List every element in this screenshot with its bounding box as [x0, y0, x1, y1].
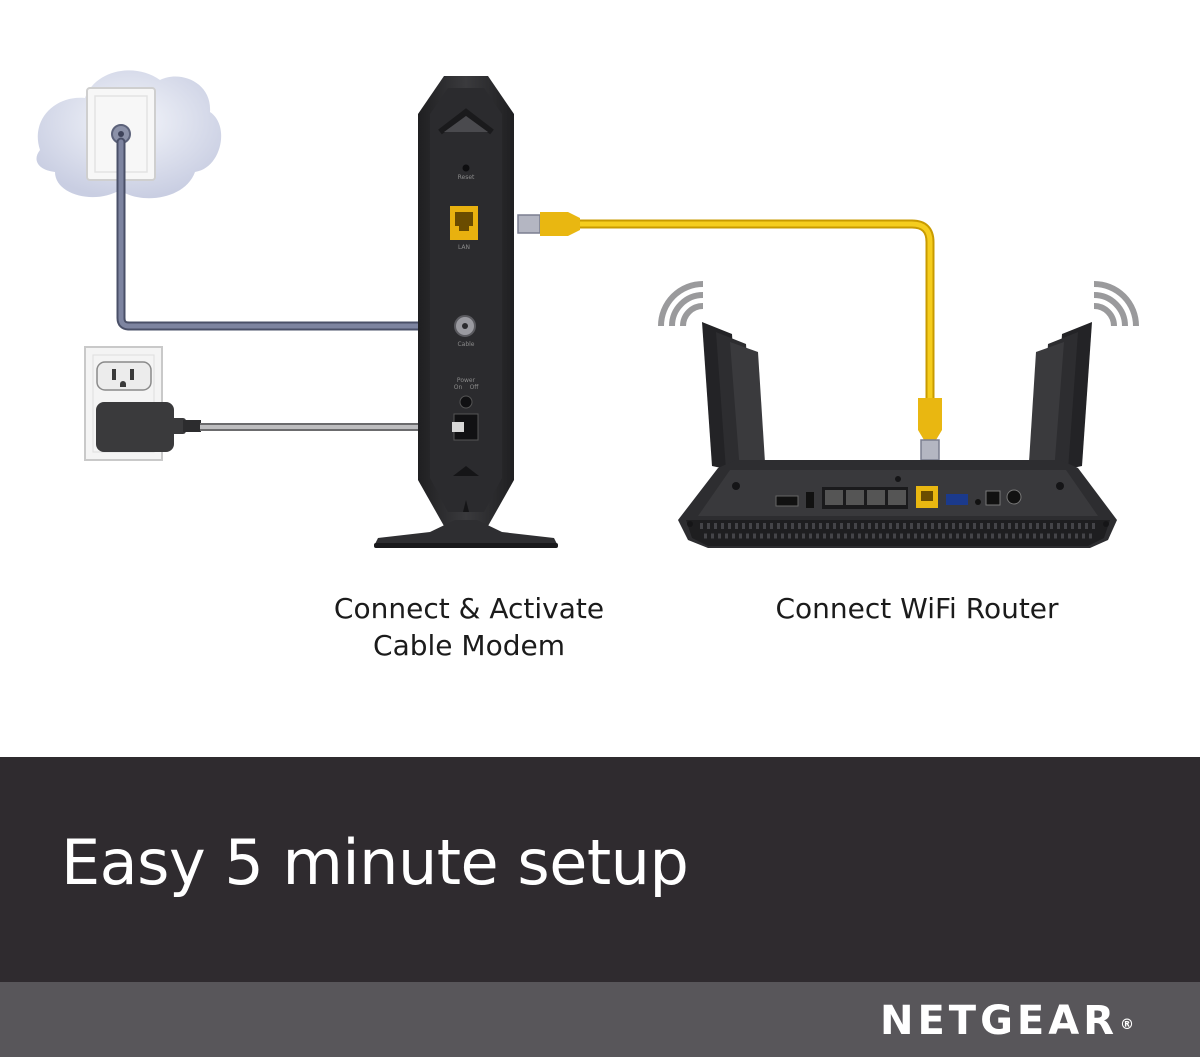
wifi-router-icon	[678, 322, 1117, 548]
headline-banner	[0, 757, 1200, 982]
power-off-label: Off	[470, 384, 480, 391]
modem-caption-line1: Connect & Activate	[333, 592, 605, 625]
wall-outlet-icon	[84, 346, 201, 461]
setup-diagram: Reset LAN Cable Power On Off	[36, 70, 1139, 548]
cable-modem-icon: Reset LAN Cable Power On Off	[374, 76, 558, 548]
netgear-logo: NETGEAR®	[880, 998, 1134, 1044]
headline-text: Easy 5 minute setup	[61, 826, 689, 899]
power-on-label: On	[454, 384, 463, 391]
ethernet-cable	[517, 212, 942, 461]
power-label: Power	[457, 377, 476, 384]
cable-label: Cable	[457, 341, 474, 348]
wifi-signal-left-icon	[658, 281, 704, 327]
brand-name: NETGEAR	[880, 998, 1118, 1044]
wifi-signal-right-icon	[1093, 281, 1139, 327]
router-caption: Connect WiFi Router	[775, 592, 1059, 625]
modem-caption: Connect & Activate Cable Modem	[318, 590, 620, 664]
lan-label: LAN	[458, 244, 470, 251]
cloud-wall-jack-icon	[36, 70, 222, 199]
reset-label: Reset	[458, 174, 475, 181]
brand-footer	[0, 982, 1200, 1057]
modem-caption-line2: Cable Modem	[373, 629, 565, 662]
registered-mark: ®	[1120, 1017, 1134, 1033]
